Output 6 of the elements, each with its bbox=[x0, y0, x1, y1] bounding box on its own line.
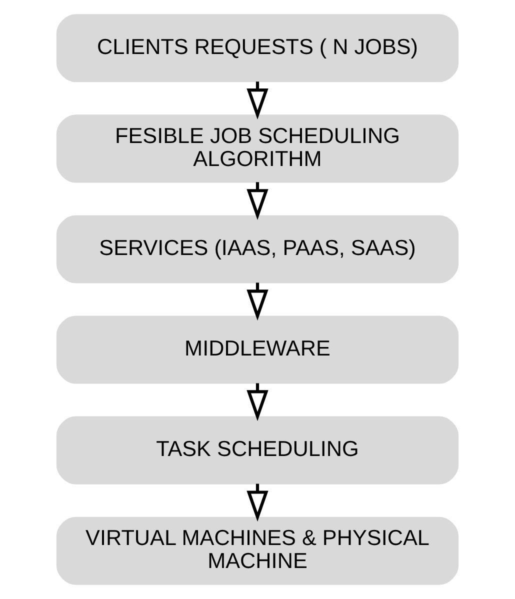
node-box: MIDDLEWARE bbox=[56, 316, 459, 384]
node-box: TASK SCHEDULING bbox=[56, 416, 459, 484]
node-box: FESIBLE JOB SCHEDULING ALGORITHM bbox=[56, 114, 459, 183]
node-box: VIRTUAL MACHINES & PHYSICAL MACHINE bbox=[56, 516, 459, 585]
node-box: SERVICES (IAAS, PAAS, SAAS) bbox=[56, 215, 459, 284]
node-box: CLIENTS REQUESTS ( N JOBS) bbox=[56, 14, 459, 82]
